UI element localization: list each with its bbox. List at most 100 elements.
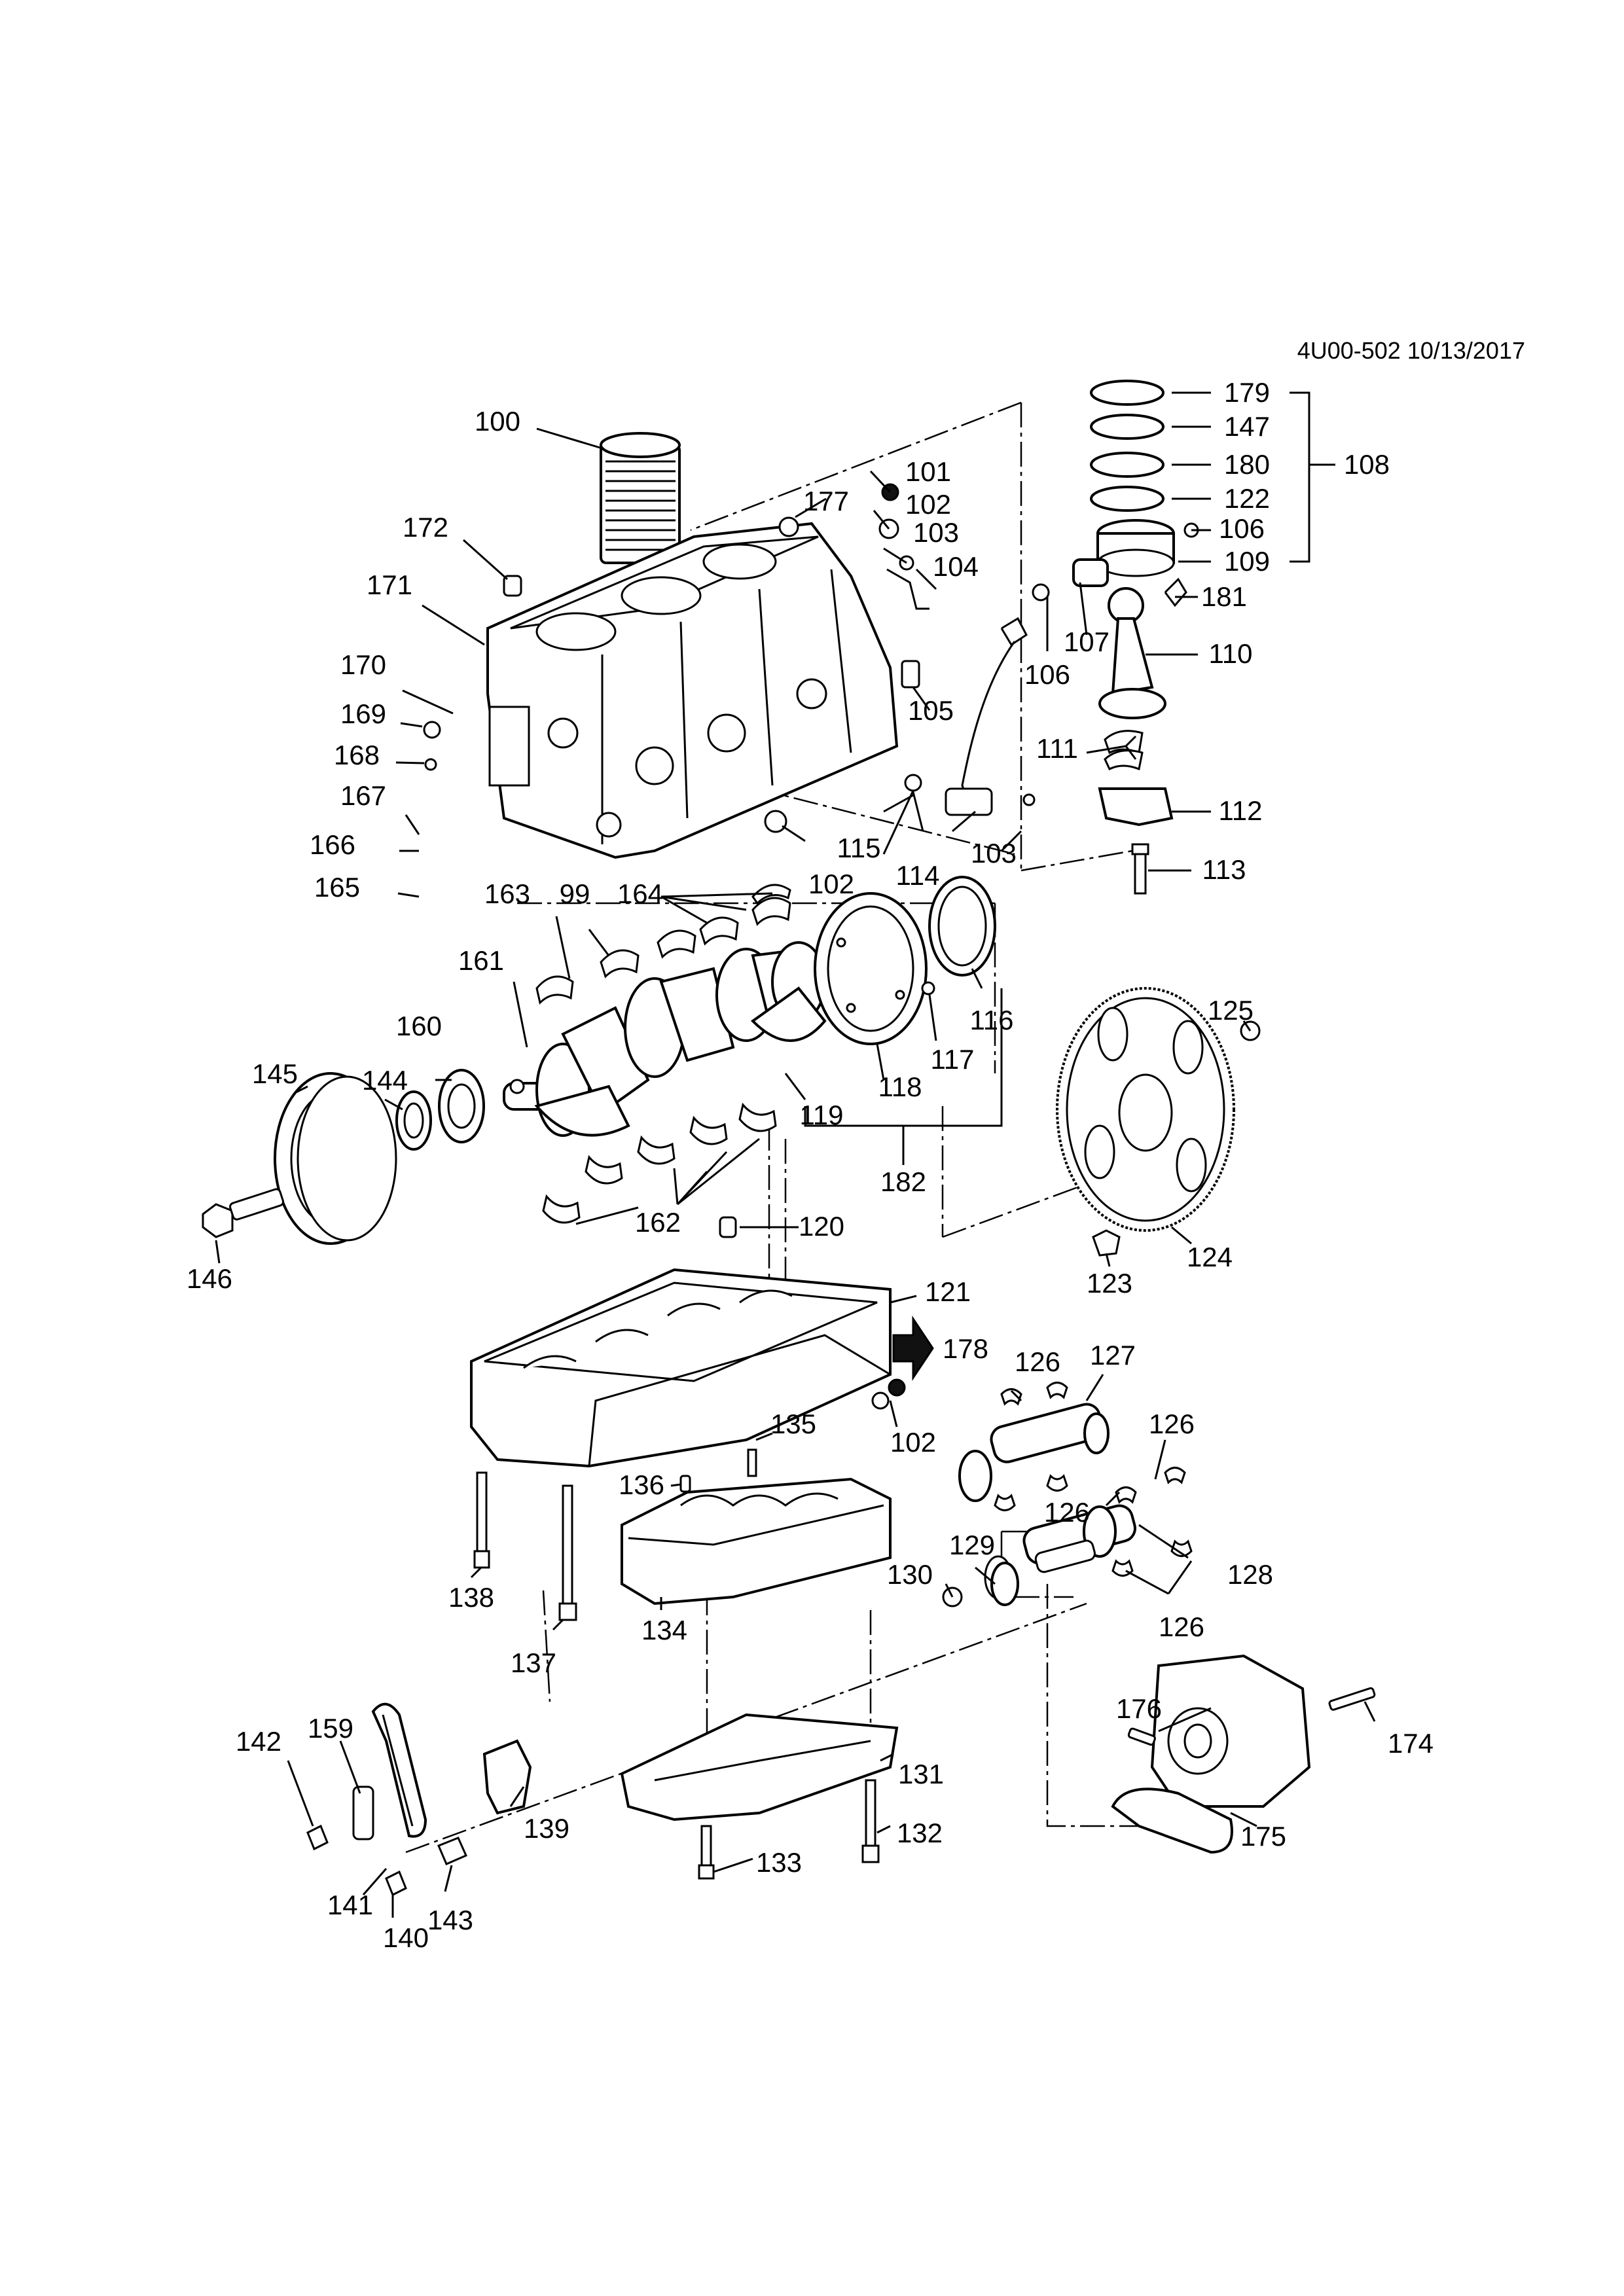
callout-116: 116: [970, 1005, 1014, 1035]
callout-146: 146: [187, 1263, 232, 1294]
callout-126b: 126: [1149, 1408, 1195, 1439]
callout-177: 177: [803, 486, 849, 516]
callout-117: 117: [931, 1044, 975, 1075]
callout-181: 181: [1201, 581, 1247, 612]
callout-175: 175: [1240, 1821, 1286, 1852]
oil-pump-parts: [1111, 1654, 1376, 1854]
callout-106b: 106: [1219, 513, 1265, 544]
callout-133: 133: [756, 1847, 802, 1878]
callout-137: 137: [511, 1647, 556, 1678]
callout-126: 126: [1015, 1346, 1060, 1377]
callout-129: 129: [949, 1530, 995, 1560]
callout-120: 120: [799, 1211, 844, 1242]
callout-176: 176: [1116, 1693, 1162, 1724]
callout-100: 100: [475, 406, 520, 437]
callout-159: 159: [308, 1713, 353, 1744]
callout-114: 114: [896, 860, 940, 891]
callout-147: 147: [1224, 411, 1270, 442]
callout-182: 182: [880, 1166, 926, 1197]
callout-167: 167: [340, 780, 386, 811]
callout-143: 143: [427, 1905, 473, 1935]
callout-163: 163: [484, 878, 530, 909]
callout-121: 121: [925, 1276, 971, 1307]
callout-135: 135: [770, 1408, 816, 1439]
callout-174: 174: [1388, 1728, 1434, 1759]
callout-103: 103: [913, 517, 959, 548]
bedplate-part: [470, 1268, 906, 1468]
callout-132: 132: [897, 1818, 943, 1848]
timing-chain-parts: [306, 1702, 532, 1897]
callout-111: 111: [1036, 733, 1078, 764]
callout-145: 145: [252, 1058, 298, 1089]
cylinder-liner-part: [600, 432, 681, 564]
callout-172: 172: [403, 512, 448, 543]
callout-102b: 102: [808, 869, 854, 899]
piston-ring-set: [1090, 380, 1164, 512]
callout-112: 112: [1219, 795, 1263, 826]
callout-126d: 126: [1159, 1611, 1204, 1642]
callout-119: 119: [800, 1100, 844, 1130]
callout-131: 131: [898, 1759, 944, 1789]
callout-134: 134: [641, 1615, 687, 1645]
callout-140: 140: [383, 1922, 429, 1953]
callout-118: 118: [878, 1071, 922, 1102]
small-fasteners-upper: [423, 483, 1036, 833]
callout-113: 113: [1202, 854, 1246, 885]
callout-123: 123: [1087, 1268, 1132, 1299]
callout-109: 109: [1224, 546, 1270, 577]
callout-126c: 126: [1044, 1497, 1090, 1528]
bearing-shells-lower: [542, 1102, 777, 1224]
callout-104: 104: [933, 551, 979, 582]
callout-99: 99: [560, 878, 590, 909]
callout-141: 141: [327, 1890, 373, 1920]
callout-101: 101: [905, 456, 951, 487]
callout-labels: 100 101 177 102 103 104 172 171 170 169 …: [187, 377, 1434, 1953]
balance-shaft-parts: [942, 1382, 1193, 1607]
flexplate-part: [1056, 987, 1261, 1257]
callout-160: 160: [396, 1011, 442, 1041]
callout-169: 169: [340, 698, 386, 729]
arrow-right-icon: [892, 1316, 934, 1381]
callout-122: 122: [1224, 483, 1270, 514]
crankshaft-part: [503, 941, 827, 1137]
callout-166: 166: [310, 829, 355, 860]
callout-162: 162: [635, 1207, 681, 1238]
callout-105: 105: [908, 695, 954, 726]
front-drive-parts: [202, 1069, 485, 1245]
callout-180: 180: [1224, 449, 1270, 480]
callout-128: 128: [1227, 1559, 1273, 1590]
bedplate-bolts: [473, 1448, 757, 1621]
callout-130: 130: [887, 1559, 933, 1590]
callout-106: 106: [1024, 659, 1070, 690]
callout-127: 127: [1090, 1340, 1136, 1371]
connecting-rod-part: [1098, 577, 1187, 895]
callout-115: 115: [837, 833, 881, 863]
callout-139: 139: [524, 1813, 569, 1844]
engine-block-part: [486, 522, 899, 859]
callout-170: 170: [340, 649, 386, 680]
callout-125: 125: [1208, 995, 1254, 1026]
callout-142: 142: [236, 1726, 281, 1757]
oil-pan-upper-part: [621, 1477, 892, 1605]
callout-102c: 102: [890, 1427, 936, 1458]
oil-pan-lower-part: [620, 1713, 899, 1880]
callout-124: 124: [1187, 1242, 1233, 1272]
callout-136: 136: [619, 1469, 664, 1500]
diagram-reference: 4U00-502 10/13/2017: [1297, 337, 1525, 364]
callout-168: 168: [334, 740, 380, 770]
rear-seal-part: [921, 876, 996, 996]
callout-179: 179: [1224, 377, 1270, 408]
callout-102: 102: [905, 489, 951, 520]
callout-103b: 103: [971, 838, 1017, 869]
callout-110: 110: [1209, 638, 1253, 669]
callout-138: 138: [448, 1582, 494, 1613]
leader-lines: [215, 391, 1376, 1918]
callout-107: 107: [1064, 626, 1110, 657]
callout-178: 178: [943, 1333, 988, 1364]
bearing-shells-upper: [535, 884, 791, 1005]
callout-164: 164: [617, 878, 663, 909]
callout-161: 161: [458, 945, 504, 976]
callout-165: 165: [314, 872, 360, 903]
dowel-part: [719, 1216, 737, 1238]
